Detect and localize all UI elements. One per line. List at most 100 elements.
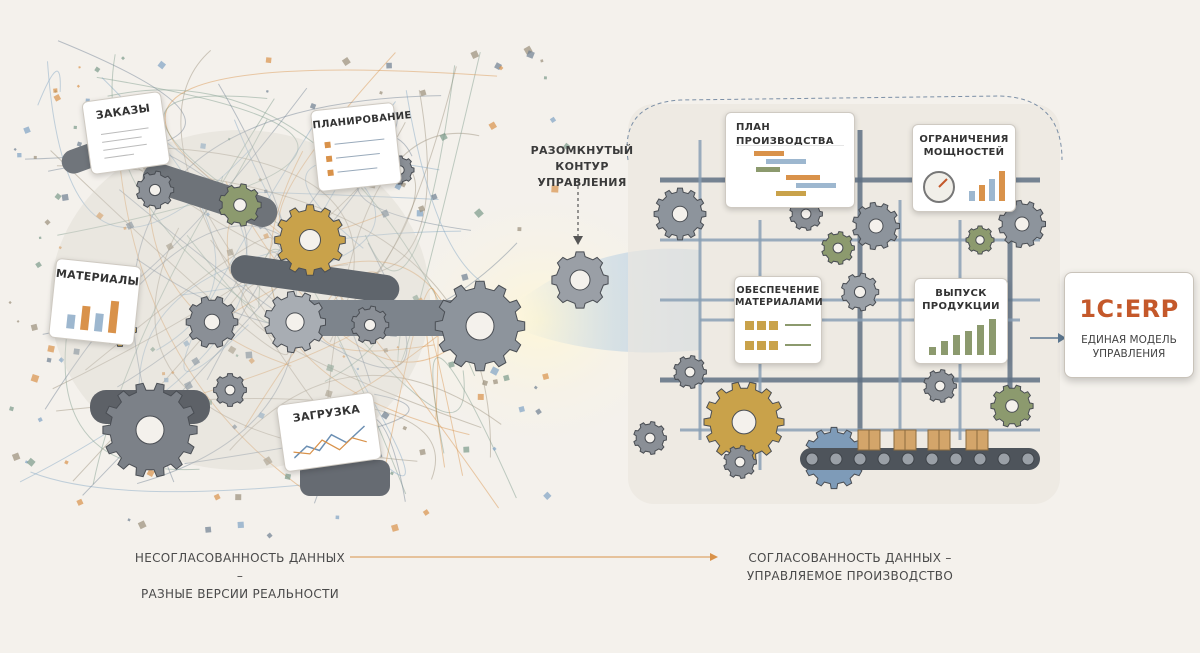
gauge-icon bbox=[923, 171, 955, 203]
particle bbox=[157, 60, 167, 70]
wire bbox=[115, 104, 311, 495]
particle bbox=[563, 142, 571, 151]
gear-icon bbox=[434, 280, 526, 372]
particle bbox=[125, 221, 135, 230]
erp-subtitle-line2: УПРАВЛЕНИЯ bbox=[1092, 348, 1166, 360]
particle bbox=[53, 94, 62, 102]
particle bbox=[205, 526, 212, 533]
particle bbox=[265, 57, 272, 64]
gear-icon bbox=[840, 272, 880, 312]
document-icon bbox=[100, 127, 149, 159]
gear-icon bbox=[852, 201, 900, 251]
output-line2: ПРОДУКЦИИ bbox=[922, 301, 1000, 312]
right-caption-line2: УПРАВЛЯЕМОЕ ПРОИЗВОДСТВО bbox=[746, 569, 954, 583]
open-loop-label: РАЗОМКНУТЫЙ КОНТУР УПРАВЛЕНИЯ bbox=[512, 143, 652, 191]
planning-card-title: ПЛАНИРОВАНИЕ bbox=[311, 110, 413, 132]
particle bbox=[127, 518, 131, 522]
particle bbox=[137, 520, 147, 530]
particle bbox=[356, 367, 360, 371]
particle bbox=[96, 211, 104, 220]
roller bbox=[853, 452, 867, 466]
gear-icon bbox=[135, 170, 175, 210]
gear-icon bbox=[821, 230, 855, 266]
wire bbox=[37, 70, 61, 106]
particle bbox=[543, 76, 547, 80]
particle bbox=[488, 121, 498, 131]
particle bbox=[439, 132, 448, 141]
particle bbox=[342, 354, 346, 359]
particle bbox=[492, 446, 497, 451]
gear-icon bbox=[264, 290, 326, 354]
supply-line1: ОБЕСПЕЧЕНИЕ bbox=[736, 285, 820, 296]
particle bbox=[390, 471, 394, 476]
particle bbox=[200, 143, 207, 150]
gear-icon bbox=[218, 183, 262, 227]
roller bbox=[829, 452, 843, 466]
particle bbox=[326, 363, 335, 372]
particle bbox=[551, 185, 559, 193]
particle bbox=[419, 89, 427, 97]
particle bbox=[9, 406, 15, 412]
particle bbox=[26, 457, 36, 467]
particle bbox=[477, 393, 484, 400]
particle bbox=[463, 446, 470, 453]
particle bbox=[380, 209, 390, 218]
wire bbox=[30, 471, 326, 493]
orders-card-title: ЗАКАЗЫ bbox=[94, 101, 152, 122]
output-card: ВЫПУСК ПРОДУКЦИИ bbox=[914, 278, 1008, 364]
particle bbox=[461, 273, 469, 281]
gear-icon bbox=[551, 251, 609, 309]
roller bbox=[997, 452, 1011, 466]
erp-arrow-head bbox=[1058, 333, 1066, 343]
particle bbox=[94, 66, 101, 73]
particle bbox=[164, 377, 169, 383]
particle bbox=[412, 294, 420, 302]
particle bbox=[191, 356, 201, 366]
particle bbox=[265, 90, 269, 93]
production-plan-title: ПЛАН ПРОИЗВОДСТВА bbox=[736, 122, 834, 147]
particle bbox=[379, 91, 383, 95]
particle bbox=[38, 236, 42, 240]
open-loop-line2: КОНТУР УПРАВЛЕНИЯ bbox=[537, 160, 627, 189]
roller bbox=[901, 452, 915, 466]
wire bbox=[111, 54, 256, 309]
wire bbox=[57, 76, 299, 236]
gear-icon bbox=[185, 296, 239, 348]
particle bbox=[76, 498, 84, 506]
output-title: ВЫПУСК ПРОДУКЦИИ bbox=[915, 287, 1007, 313]
loading-card: ЗАГРУЗКА bbox=[275, 391, 383, 473]
particle bbox=[390, 523, 399, 532]
particle bbox=[542, 373, 550, 381]
particle bbox=[162, 372, 166, 376]
production-plan-card: ПЛАН ПРОИЗВОДСТВА bbox=[725, 112, 855, 208]
particle bbox=[30, 323, 38, 331]
left-caption: НЕСОГЛАСОВАННОСТЬ ДАННЫХ – РАЗНЫЕ ВЕРСИИ… bbox=[130, 549, 350, 603]
particle bbox=[35, 261, 42, 269]
right-caption: СОГЛАСОВАННОСТЬ ДАННЫХ – УПРАВЛЯЕМОЕ ПРО… bbox=[740, 549, 960, 585]
line-chart-icon bbox=[293, 425, 367, 459]
particle bbox=[47, 345, 55, 353]
gear-icon bbox=[965, 225, 995, 255]
wire bbox=[107, 89, 476, 377]
particle bbox=[76, 84, 81, 88]
particle bbox=[205, 212, 210, 217]
particle bbox=[422, 509, 430, 516]
particle bbox=[258, 177, 263, 182]
box-icon bbox=[745, 321, 811, 350]
erp-box: 1С:ERP ЕДИНАЯ МОДЕЛЬ УПРАВЛЕНИЯ bbox=[1064, 272, 1194, 378]
particle bbox=[503, 374, 510, 382]
capacity-card: ОГРАНИЧЕНИЯ МОЩНОСТЕЙ bbox=[912, 124, 1016, 212]
particle bbox=[489, 366, 500, 376]
particle bbox=[146, 468, 155, 478]
particle bbox=[245, 351, 253, 359]
roller bbox=[877, 452, 891, 466]
wire bbox=[432, 357, 517, 499]
particle bbox=[543, 491, 552, 500]
bar-chart-icon bbox=[929, 319, 996, 355]
particle bbox=[518, 406, 525, 413]
wire bbox=[138, 230, 462, 390]
planning-card: ПЛАНИРОВАНИЕ bbox=[309, 101, 413, 193]
particle bbox=[37, 417, 43, 423]
wire bbox=[405, 90, 481, 281]
output-line1: ВЫПУСК bbox=[935, 288, 987, 299]
